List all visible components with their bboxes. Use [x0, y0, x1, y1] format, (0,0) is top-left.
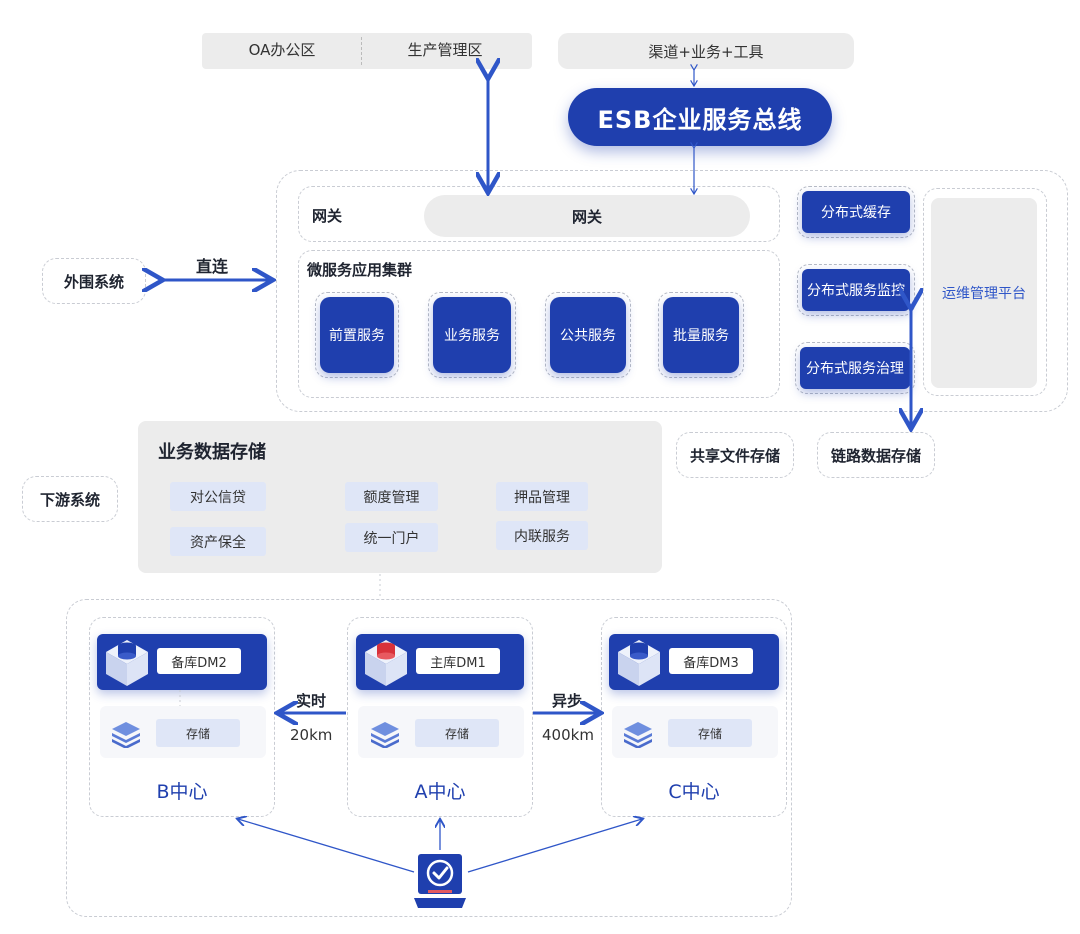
async-label: 异步 [552, 692, 583, 710]
storage-layers-icon [110, 720, 142, 749]
microservice-frame [298, 250, 780, 398]
shared-file-storage-label: 共享文件存储 [689, 446, 780, 465]
a-center-db-label: 主库DM1 [416, 648, 500, 674]
ops-platform: 运维管理平台 [931, 198, 1037, 388]
storage-layers-icon [369, 720, 401, 749]
storage-item-asset-preservation: 资产保全 [170, 527, 266, 556]
business-service: 业务服务 [433, 297, 511, 373]
front-service-wrap [315, 292, 399, 378]
c-center-db-text: 备库DM3 [683, 655, 739, 671]
realtime-distance: 20km [290, 726, 333, 744]
common-service: 公共服务 [550, 297, 626, 373]
storage-item-collateral: 押品管理 [496, 482, 588, 511]
distributed-cache: 分布式缓存 [802, 191, 910, 233]
a-center-name: A中心 [414, 781, 466, 803]
business-storage-title: 业务数据存储 [158, 442, 266, 463]
gateway-label: 网关 [312, 207, 343, 225]
c-center-name: C中心 [668, 781, 720, 803]
b-center-name: B中心 [156, 781, 208, 803]
microservice-title: 微服务应用集群 [307, 261, 413, 279]
channel-business-tools: 渠道+业务+工具 [558, 33, 854, 69]
c-center-db-label: 备库DM3 [669, 648, 753, 674]
storage-item-inline-service: 内联服务 [496, 521, 588, 550]
business-service-wrap [428, 292, 516, 378]
primary-database-cube-icon [361, 636, 411, 688]
realtime-label: 实时 [296, 692, 327, 710]
direct-link-label: 直连 [196, 257, 229, 276]
oa-office-zone: OA办公区 [248, 41, 316, 59]
cache-wrap [797, 186, 915, 238]
database-cube-icon [614, 636, 664, 688]
main-cluster-frame [276, 170, 1068, 412]
ops-platform-frame [923, 188, 1047, 396]
database-cube-icon [102, 636, 152, 688]
gateway-frame [298, 186, 780, 242]
distributed-monitor: 分布式服务监控 [802, 269, 910, 311]
external-systems: 外围系统 [42, 258, 146, 304]
monitoring-computer-icon [412, 852, 468, 912]
shared-file-storage: 共享文件存储 [676, 432, 794, 478]
b-center-storage-label: 存储 [156, 719, 240, 747]
trace-data-storage: 链路数据存储 [817, 432, 935, 478]
a-center-frame [347, 617, 533, 817]
gateway-bar-label: 网关 [571, 207, 602, 226]
b-center-db-label: 备库DM2 [157, 648, 241, 674]
storage-item-quota: 额度管理 [345, 482, 438, 511]
batch-service-wrap [658, 292, 744, 378]
b-center-db-text: 备库DM2 [171, 655, 227, 671]
gateway-bar: 网关 [424, 195, 750, 237]
esb-bus: ESB企业服务总线 [568, 88, 832, 146]
datacenter-frame [66, 599, 792, 917]
trace-data-storage-label: 链路数据存储 [830, 446, 921, 465]
storage-item-unified-portal: 统一门户 [345, 523, 438, 552]
front-service: 前置服务 [320, 297, 394, 373]
downstream-systems-label: 下游系统 [39, 490, 100, 509]
ops-platform-label: 运维管理平台 [942, 286, 1026, 302]
esb-label: ESB企业服务总线 [597, 105, 803, 134]
storage-item-credit: 对公信贷 [170, 482, 266, 511]
common-service-wrap [545, 292, 631, 378]
external-systems-label: 外围系统 [63, 272, 124, 291]
batch-service: 批量服务 [663, 297, 739, 373]
a-center-db-text: 主库DM1 [430, 655, 486, 671]
production-management-zone: 生产管理区 [407, 41, 483, 59]
async-distance: 400km [542, 726, 594, 744]
storage-layers-icon [622, 720, 654, 749]
c-center-storage-label: 存储 [668, 719, 752, 747]
zone-divider [361, 37, 362, 65]
distributed-governance: 分布式服务治理 [800, 347, 910, 389]
downstream-systems: 下游系统 [22, 476, 118, 522]
a-center-storage-label: 存储 [415, 719, 499, 747]
